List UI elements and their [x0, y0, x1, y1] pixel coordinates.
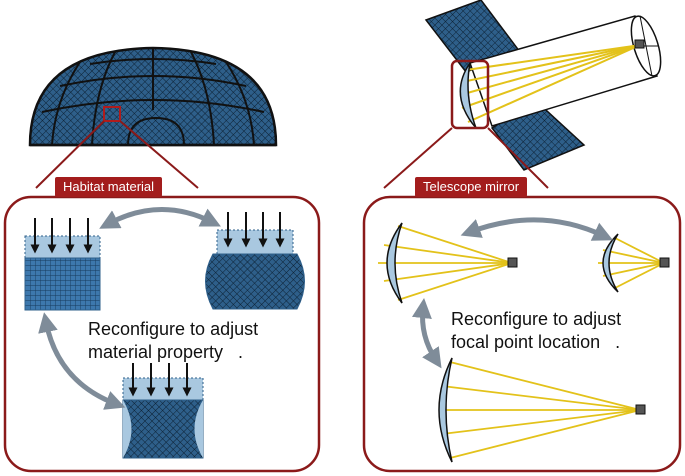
habitat-material-tag: Habitat material — [55, 177, 163, 197]
material-block-bulged — [205, 229, 305, 310]
mirror-shape-2 — [598, 233, 670, 293]
habitat-dome — [28, 46, 278, 147]
reconfigure-arrow — [411, 298, 442, 369]
habitat-caption-line-2: material property . — [88, 342, 244, 362]
mirror-shape-1 — [378, 222, 518, 304]
material-block-square — [24, 235, 101, 311]
reconfigure-arrow — [38, 312, 126, 410]
mirror-shape-3 — [438, 357, 646, 463]
detector-icon — [634, 39, 645, 49]
reconfigure-arrow — [99, 207, 221, 229]
load-arrows — [128, 363, 192, 397]
space-telescope — [424, 0, 662, 171]
telescope-caption: Reconfigure to adjust focal point locati… — [451, 308, 621, 354]
telescope-caption-line-1: Reconfigure to adjust — [451, 309, 622, 329]
detector-icon — [635, 404, 646, 415]
reconfigure-arrow — [460, 217, 614, 241]
dome-highlight-box — [103, 106, 121, 122]
habitat-caption-line-1: Reconfigure to adjust — [88, 319, 259, 339]
connector-line — [383, 127, 453, 189]
load-arrows — [30, 218, 93, 254]
connector-line — [35, 120, 105, 189]
detector-icon — [507, 257, 518, 268]
habitat-caption: Reconfigure to adjust material property … — [88, 318, 258, 364]
telescope-mirror-tag: Telescope mirror — [415, 177, 528, 197]
connector-line — [119, 120, 199, 189]
load-arrows — [223, 212, 285, 248]
mirror-highlight-box — [450, 59, 490, 130]
telescope-caption-line-2: focal point location . — [451, 332, 621, 352]
connector-line — [487, 127, 549, 189]
material-block-pinched — [122, 377, 204, 459]
detector-icon — [659, 257, 670, 268]
